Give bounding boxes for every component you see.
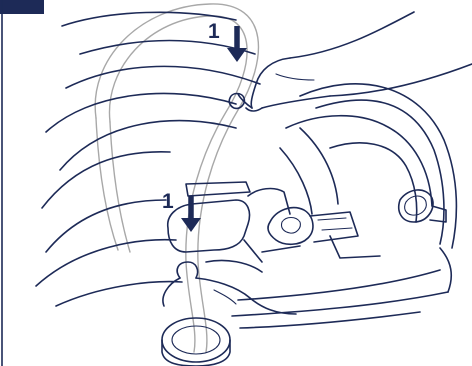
arrow-down-icon [227, 26, 247, 62]
base-knob [162, 318, 230, 366]
arrow-down-icon [181, 196, 201, 232]
upper-hand [229, 12, 472, 111]
step-1-marker-upper: 1 [208, 20, 247, 62]
step-number-lower: 1 [162, 190, 174, 213]
page-frame [0, 0, 44, 366]
step-number-upper: 1 [208, 20, 220, 43]
lower-hand [163, 260, 296, 314]
corner-tab [0, 0, 44, 14]
